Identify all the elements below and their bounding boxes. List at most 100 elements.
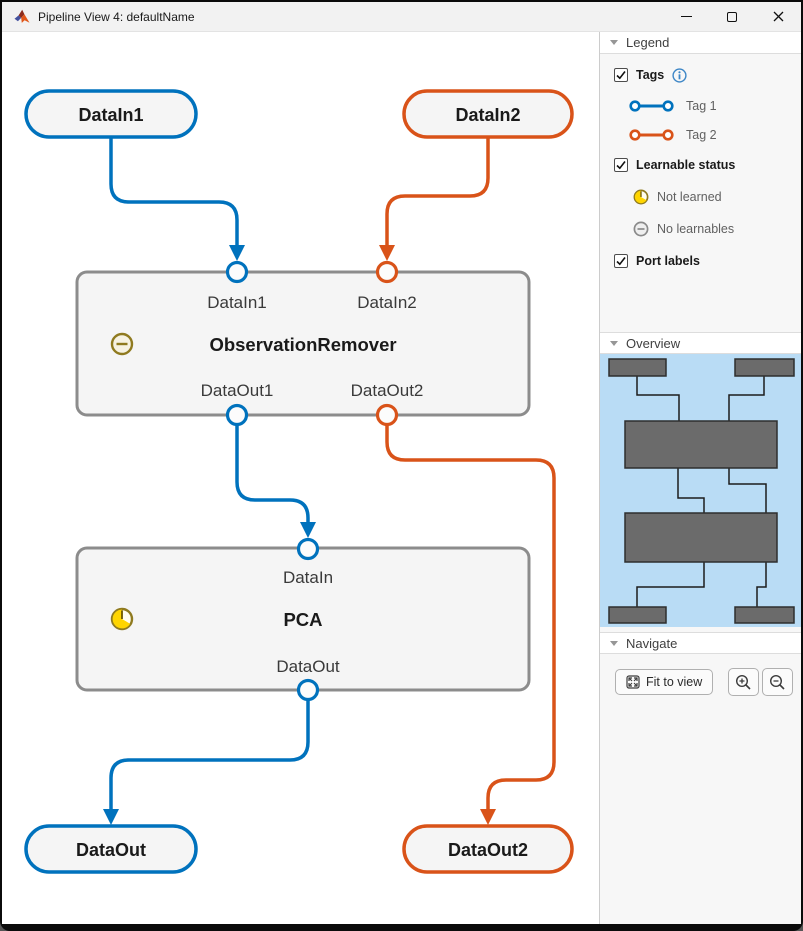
port-dataout1[interactable] [225,403,249,427]
not-learned-icon [110,607,134,631]
not-learned-legend-row: Not learned [614,188,801,205]
check-icon [616,161,626,170]
overview-header-label: Overview [626,335,681,351]
tag2-line-icon [629,129,674,141]
output-node-shape [24,824,198,874]
port-labels-checkbox-row: Port labels [614,252,801,270]
edge-datain1-to-remover[interactable] [109,137,239,245]
close-icon [773,11,783,22]
block-title: ObservationRemover [209,334,396,355]
collapse-icon [610,640,618,646]
input-node-datain2[interactable]: DataIn2 [402,89,574,139]
output-node-dataout[interactable]: DataOut [24,824,198,874]
output-node-label: DataOut [76,840,146,860]
minimap-node [608,358,667,377]
arrowhead-icon [480,809,496,825]
overview-minimap[interactable] [600,354,801,627]
collapse-icon [610,40,618,45]
info-icon[interactable] [672,67,687,83]
port-pca-dataout[interactable] [296,678,320,702]
not-learned-label: Not learned [657,189,722,204]
zoom-out-button[interactable] [762,668,793,696]
edge-datain2-to-remover[interactable] [385,137,490,245]
learnable-status-checkbox-row: Learnable status [614,156,801,174]
title-bar: Pipeline View 4: defaultName [2,2,801,32]
fit-to-view-icon [626,675,640,689]
tag1-label: Tag 1 [686,99,717,113]
learnable-status-checkbox[interactable] [614,158,628,172]
minimap-node [624,420,778,469]
port-pca-datain[interactable] [296,537,320,561]
input-node-label: DataIn1 [78,105,143,125]
navigate-section-header[interactable]: Navigate [600,632,801,654]
port-label: DataOut2 [351,381,424,400]
arrowhead-icon [103,809,119,825]
tags-checkbox[interactable] [614,68,628,82]
edge-remover-to-pca[interactable] [235,425,310,523]
tag1-legend-row: Tag 1 [614,98,801,114]
input-node-label: DataIn2 [455,105,520,125]
close-button[interactable] [755,2,801,31]
maximize-button[interactable] [709,2,755,31]
legend-header-label: Legend [626,35,670,50]
not-learned-icon [633,189,649,204]
tag2-label: Tag 2 [686,128,717,142]
pipeline-canvas[interactable]: DataIn1 DataIn2 DataIn1 DataIn2 Observat… [2,32,599,924]
overview-section-header[interactable]: Overview [600,332,801,354]
minimize-button[interactable] [663,2,709,31]
block-shape [75,270,531,417]
minimap-node [608,606,667,624]
output-node-label: DataOut2 [448,840,528,860]
check-icon [616,71,626,80]
matlab-logo [14,9,30,24]
learnable-status-label: Learnable status [636,158,736,172]
sidebar: Legend Tags [599,32,801,924]
fit-to-view-label: Fit to view [646,675,703,689]
block-observationremover[interactable]: DataIn1 DataIn2 ObservationRemover DataO… [75,270,531,417]
port-labels-checkbox[interactable] [614,254,628,268]
block-pca[interactable]: DataIn PCA DataOut [75,546,531,692]
tags-label: Tags [636,68,665,82]
legend-panel: Tags Tag 1 [600,54,801,332]
check-icon [616,257,626,266]
block-title: PCA [283,609,322,630]
collapse-icon [610,340,618,346]
zoom-in-icon [735,674,751,690]
maximize-icon [727,11,737,22]
edge-remover-to-dataout2[interactable] [385,425,556,809]
window-title: Pipeline View 4: defaultName [38,9,195,24]
arrowhead-icon [379,245,395,261]
port-label: DataIn1 [207,293,267,312]
arrowhead-icon [300,522,316,538]
port-label: DataIn [283,568,333,587]
minimap-node [734,606,795,624]
port-labels-label: Port labels [636,254,700,268]
no-learnables-legend-row: No learnables [614,220,801,237]
input-node-shape [24,89,198,139]
tag1-line-icon [629,100,674,112]
no-learnables-icon [110,332,134,356]
minimize-icon [680,16,692,17]
port-datain2[interactable] [375,260,399,284]
sidebar-filler [600,696,801,924]
zoom-in-button[interactable] [728,668,759,696]
input-node-shape [402,89,574,139]
no-learnables-label: No learnables [657,221,735,236]
no-learnables-icon [633,221,649,236]
navigate-panel: Fit to view [600,654,801,696]
tag2-legend-row: Tag 2 [614,127,801,143]
edge-pca-to-dataout[interactable] [109,700,310,809]
port-label: DataIn2 [357,293,417,312]
port-label: DataOut1 [201,381,274,400]
legend-section-header[interactable]: Legend [600,32,801,54]
output-node-dataout2[interactable]: DataOut2 [402,824,574,874]
minimap-node [624,512,778,563]
port-dataout2[interactable] [375,403,399,427]
input-node-datain1[interactable]: DataIn1 [24,89,198,139]
port-datain1[interactable] [225,260,249,284]
port-label: DataOut [276,657,340,676]
tags-checkbox-row: Tags [614,66,801,84]
fit-to-view-button[interactable]: Fit to view [615,669,714,695]
navigate-header-label: Navigate [626,635,678,651]
